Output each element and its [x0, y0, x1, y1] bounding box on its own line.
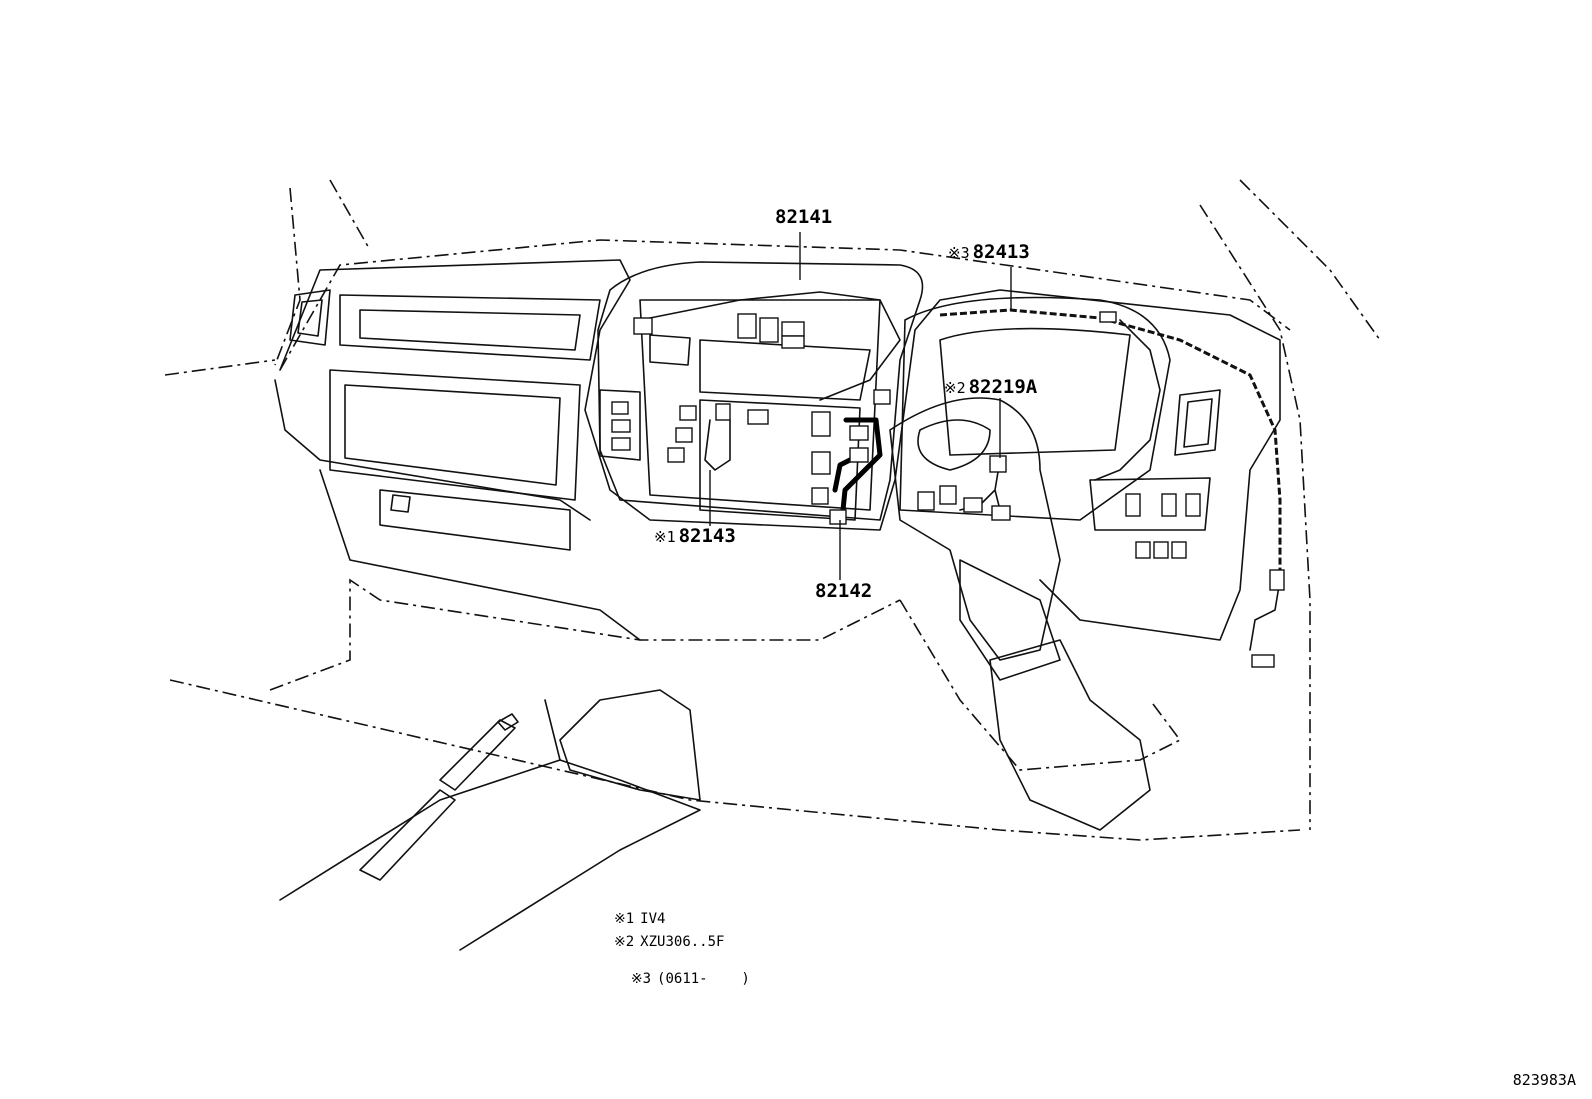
windshield-pillar-left	[274, 187, 301, 366]
column-boot	[989, 639, 1151, 831]
part-mark: ※3	[948, 244, 970, 262]
upper-tray	[339, 294, 601, 361]
dash-face-upper	[279, 259, 1281, 641]
brake-grip	[497, 713, 519, 731]
lower-left-edge	[329, 179, 371, 251]
footnote-mark: ※1	[614, 911, 635, 927]
lower-shelf	[379, 489, 571, 551]
harness-82141	[639, 291, 901, 401]
seat-base	[279, 759, 701, 951]
part-number: 82219A	[968, 376, 1038, 398]
footnote-3: ※3 (0611- )	[614, 958, 750, 986]
connectors-82141	[633, 313, 805, 349]
steering-wheel	[889, 397, 1061, 661]
floor-outline	[169, 679, 1301, 841]
footnote-text: (0611- )	[657, 971, 750, 987]
seat-front	[544, 699, 561, 761]
part-number: 82413	[972, 241, 1030, 263]
column-cover	[959, 559, 1061, 681]
center-vent	[649, 334, 691, 366]
glovebox	[329, 369, 581, 501]
footnote-mark: ※2	[614, 934, 635, 950]
harness-82142-main	[839, 417, 883, 523]
upper-tray-inner	[359, 309, 581, 351]
footnote-2: ※2 XZU306..5F	[614, 935, 724, 949]
part-label-82142: 82142	[812, 582, 872, 601]
hvac-opening	[699, 399, 861, 521]
brake-rod	[359, 789, 456, 881]
footnote-text: IV4	[640, 911, 666, 927]
lower-panel	[319, 469, 641, 641]
glovebox-inner	[344, 384, 561, 486]
right-vent	[1174, 389, 1221, 456]
connectors-82413	[1099, 311, 1285, 668]
part-number: 82142	[815, 580, 873, 602]
center-panel-inner	[639, 299, 881, 511]
left-vent-inner	[297, 299, 323, 337]
connectors-82219a	[917, 455, 1011, 521]
harness-right-end	[1249, 579, 1281, 651]
part-label-82141: 82141	[772, 208, 832, 227]
lower-panel-outline	[269, 578, 901, 691]
center-panel-outer	[597, 261, 924, 521]
steering-hub	[917, 419, 991, 471]
part-mark: ※1	[654, 528, 676, 546]
harness-82413	[939, 308, 1282, 570]
footnote-1: ※1 IV4	[614, 912, 665, 926]
radio-opening	[699, 339, 871, 401]
parking-brake-lever	[439, 719, 516, 791]
footnote-text: XZU306..5F	[640, 934, 725, 950]
center-console-outline	[899, 599, 1182, 771]
dash-top-outline	[279, 239, 1291, 371]
footnote-mark: ※3	[630, 971, 652, 987]
part-number: 82143	[678, 525, 736, 547]
right-vent-inner	[1183, 398, 1213, 448]
part-number: 82141	[775, 206, 833, 228]
lower-shelf-icon	[390, 494, 411, 513]
right-switch-bank	[1089, 477, 1211, 531]
meter-face	[939, 327, 1131, 456]
drawing-number: 823983A	[1512, 1071, 1576, 1089]
connectors-82142	[811, 389, 891, 525]
dash-face-lower	[274, 379, 591, 521]
center-left-switches	[599, 389, 641, 461]
meter-hood	[899, 296, 1171, 521]
connectors-82143	[611, 401, 769, 463]
harness-82143	[704, 419, 731, 471]
right-door-line	[1239, 179, 1381, 341]
harness-right-branch	[1094, 319, 1161, 481]
left-vent	[289, 289, 331, 346]
part-mark: ※2	[944, 379, 966, 397]
seat-cushion	[559, 689, 701, 801]
right-pillar	[1199, 204, 1311, 830]
floor-line-left	[164, 359, 276, 376]
